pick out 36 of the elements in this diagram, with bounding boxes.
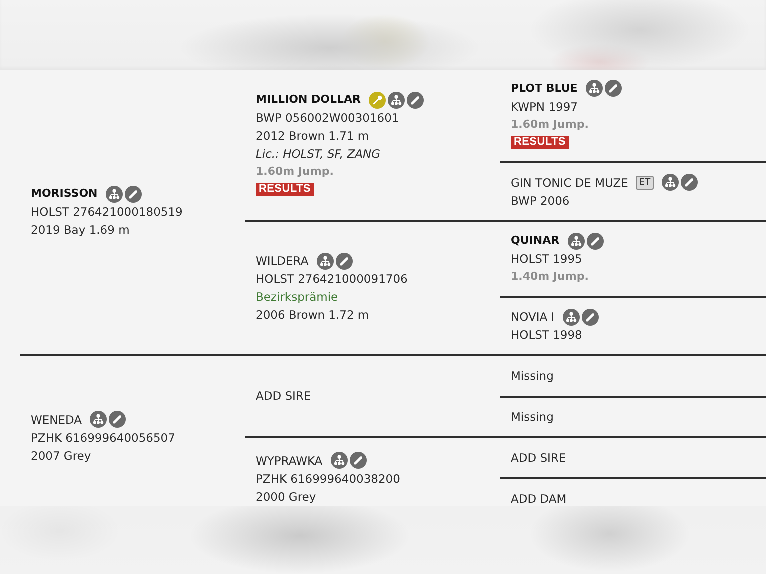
registration-number: BWP 2006	[511, 192, 570, 210]
results-tag: RESULTS	[256, 183, 314, 196]
registration-number: PZHK 616999640038200	[256, 470, 400, 488]
horse-name: WYPRAWKA	[256, 452, 323, 470]
horse-name: MILLION DOLLAR	[256, 92, 362, 108]
registration-number: HOLST 1995	[511, 251, 582, 268]
birth-details: 2007 Grey	[31, 448, 92, 464]
award-note: Bezirksprämie	[256, 289, 338, 306]
registration-number: HOLST 276421000091706	[256, 271, 408, 288]
registration-number: BWP 056002W00301601	[256, 110, 400, 127]
birth-details: 2000 Grey	[256, 488, 316, 506]
horse-name: MORISSON	[31, 186, 98, 202]
licensing-note: Lic.: HOLST, SF, ZANG	[256, 146, 380, 163]
birth-details: 2019 Bay 1.69 m	[31, 222, 130, 239]
horse-name: NOVIA I	[511, 309, 555, 326]
missing-entry: Missing	[511, 368, 554, 385]
add-parent-link: ADD SIRE	[256, 388, 312, 405]
registration-number: PZHK 616999640056507	[31, 430, 176, 446]
horse-name: WENEDA	[31, 412, 82, 428]
missing-entry: Missing	[511, 409, 554, 426]
jumping-level: 1.60m Jump.	[511, 116, 589, 132]
horse-name: WILDERA	[256, 253, 309, 270]
birth-details: 2006 Brown 1.72 m	[256, 307, 370, 324]
add-parent-link: ADD DAM	[511, 491, 567, 508]
birth-details: 2012 Brown 1.71 m	[256, 128, 370, 145]
jumping-level: 1.60m Jump.	[256, 164, 334, 180]
horse-name: PLOT BLUE	[511, 80, 578, 96]
et-tag: ET	[636, 176, 654, 190]
horse-name: GIN TONIC DE MUZE	[511, 174, 628, 192]
registration-number: KWPN 1997	[511, 98, 578, 116]
registration-number: HOLST 1998	[511, 327, 582, 344]
horse-name: QUINAR	[511, 233, 560, 249]
registration-number: HOLST 276421000180519	[31, 204, 183, 221]
jumping-level: 1.40m Jump.	[511, 269, 589, 285]
add-parent-link: ADD SIRE	[511, 450, 566, 466]
results-tag: RESULTS	[511, 136, 569, 148]
